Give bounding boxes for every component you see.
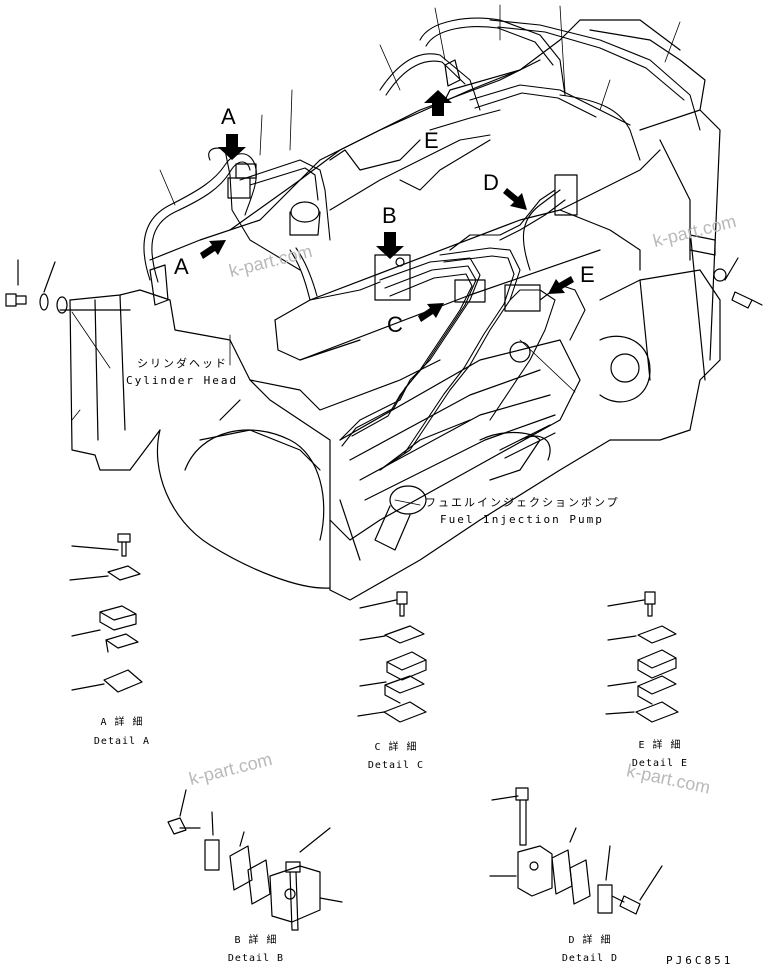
drawing-code: PJ6C851 (666, 954, 734, 967)
callout-d: D (483, 170, 499, 195)
fuel-pump-label-jp: フュエルインジェクションポンプ (425, 496, 620, 509)
detail-c-caption-jp: C 詳 細 (374, 742, 418, 753)
detail-d-caption-en: Detail D (561, 953, 619, 964)
arrow-a-down (218, 134, 246, 160)
callout-b: B (382, 203, 397, 228)
detail-d-caption-jp: D 詳 細 (568, 935, 612, 946)
detail-e-caption-jp: E 詳 細 (638, 740, 682, 751)
detail-a-drawing (69, 533, 143, 693)
callout-e-top: E (424, 128, 439, 153)
arrow-b-down (376, 232, 404, 259)
detail-a-caption-jp: A 詳 細 (100, 717, 144, 728)
injection-pipes (143, 17, 701, 471)
cylinder-head-label-en: Cylinder Head (126, 374, 239, 387)
arrow-a-right (200, 240, 226, 259)
arrow-e-left (548, 276, 574, 294)
detail-e-caption-en: Detail E (631, 758, 689, 769)
leader-lines (71, 4, 681, 421)
callout-c: C (387, 312, 403, 337)
detail-e-drawing (605, 591, 679, 723)
callout-e-right: E (580, 262, 595, 287)
detail-b-caption-en: Detail B (227, 953, 285, 964)
fuel-pump-label-en: Fuel Injection Pump (440, 513, 604, 526)
injection-pump (329, 339, 581, 551)
detail-b-caption-jp: B 詳 細 (234, 935, 278, 946)
cylinder-head-label-jp: シリンダヘッド (137, 357, 228, 370)
detail-a-caption-en: Detail A (93, 736, 151, 747)
engine-clamps (149, 59, 578, 312)
engine-block-outline (69, 19, 721, 601)
callout-a-left: A (174, 254, 189, 279)
arrow-d-downright (503, 188, 527, 210)
detail-c-drawing (357, 591, 427, 723)
edge-hardware (5, 234, 763, 314)
label-leaders (71, 311, 576, 506)
callout-a-top: A (221, 104, 236, 129)
callout-arrows (200, 90, 574, 322)
detail-c-caption-en: Detail C (367, 760, 425, 771)
arrow-e-up (424, 90, 452, 116)
arrow-c-right (418, 303, 444, 322)
detail-d-drawing (489, 787, 663, 915)
detail-b-drawing (167, 789, 343, 931)
